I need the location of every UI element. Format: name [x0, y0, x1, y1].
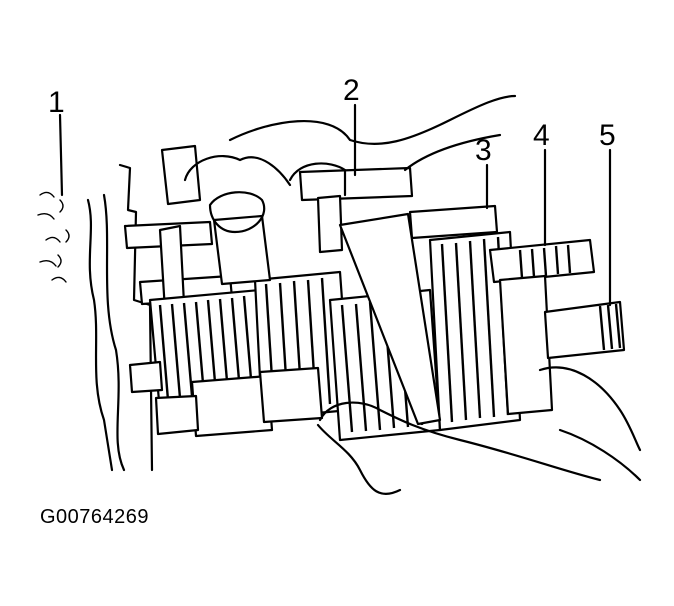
- splined-shaft: [498, 274, 626, 416]
- callout-5: 5: [599, 119, 616, 152]
- figure-id: G00764269: [40, 506, 150, 528]
- callout-1: 1: [48, 86, 65, 119]
- callout-3: 3: [475, 134, 492, 167]
- shift-fork-tool: [160, 144, 499, 426]
- callout-4: 4: [533, 119, 550, 152]
- callout-leaders: [58, 103, 612, 307]
- lower-holder: [128, 360, 324, 438]
- transmission-case: [37, 163, 154, 472]
- technician-hands: [183, 94, 642, 496]
- callout-2: 2: [343, 74, 360, 107]
- output-shaft: [488, 238, 596, 284]
